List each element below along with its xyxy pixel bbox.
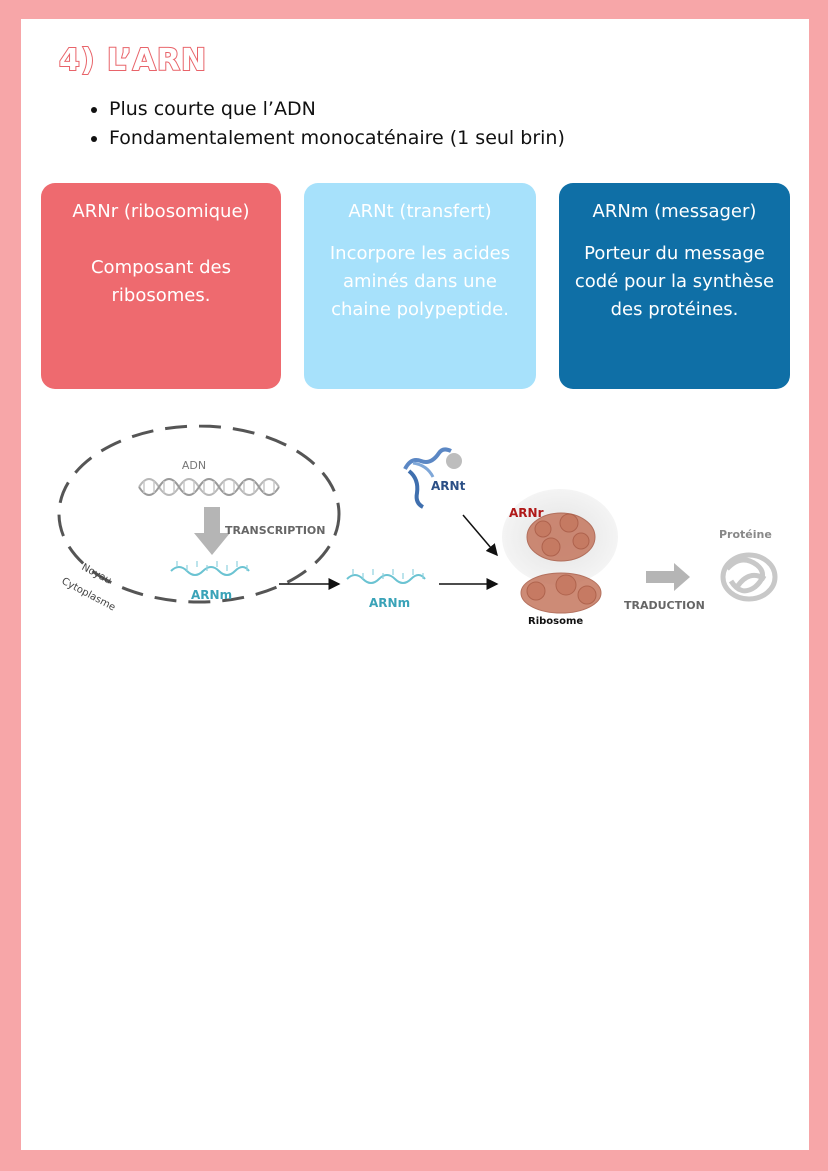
card-title: ARNr (ribosomique) [72, 201, 250, 222]
trna-icon [403, 447, 462, 509]
noyau-label: Noyau [80, 562, 113, 587]
mrna-strand-icon [346, 574, 426, 584]
transcription-label: TRANSCRIPTION [225, 524, 325, 537]
card-title: ARNm (messager) [592, 201, 757, 222]
adn-label: ADN [182, 459, 206, 472]
card-arnt: ARNt (transfert) Incorpore les acides am… [304, 183, 536, 389]
dna-helix-icon [138, 478, 280, 496]
bullet-list: Plus courte que l’ADN Fondamentalement m… [81, 97, 565, 155]
transcription-arrow-icon [194, 507, 230, 555]
nucleus-boundary [57, 424, 341, 604]
card-text: Composant des ribosomes. [90, 257, 232, 306]
card-arnr: ARNr (ribosomique) Composant des ribosom… [41, 183, 281, 389]
traduction-label: TRADUCTION [624, 599, 705, 612]
protein-icon [720, 552, 778, 602]
bullet-item: Plus courte que l’ADN [109, 97, 565, 121]
page: 4) L’ARN Plus courte que l’ADN Fondament… [21, 19, 809, 1150]
mrna-strand-icon [170, 566, 250, 576]
arnr-label: ARNr [509, 506, 544, 520]
translation-arrow-icon [646, 563, 690, 591]
bullet-item: Fondamentalement monocaténaire (1 seul b… [109, 126, 565, 150]
card-arnm: ARNm (messager) Porteur du message codé … [559, 183, 790, 389]
section-title: 4) L’ARN [58, 42, 208, 79]
arnt-label: ARNt [431, 479, 466, 493]
arnm-cyto-label: ARNm [369, 596, 410, 610]
ribosome-icon [520, 512, 602, 614]
card-text: Porteur du message codé pour la synthèse… [574, 243, 775, 320]
arnm-nucleus-label: ARNm [191, 588, 232, 602]
card-title: ARNt (transfert) [348, 201, 492, 222]
proteine-label: Protéine [719, 528, 772, 541]
ribosome-label: Ribosome [528, 616, 583, 627]
translation-diagram: ADN TRANSCRIPTION Noyau Cytoplasme ARNm … [57, 424, 778, 627]
card-text: Incorpore les acides aminés dans une cha… [329, 243, 511, 320]
trna-arrow-icon [462, 514, 498, 557]
